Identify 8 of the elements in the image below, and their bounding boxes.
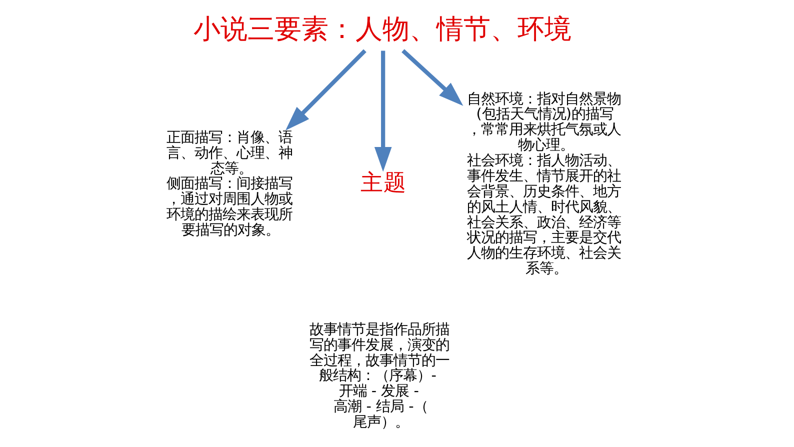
node-text: 故事情节是指作品所描写的事件发展，演变的全过程，故事情节的一般结构：（序幕）- 开端 - 发展 - 高潮 - 结局 -（尾声）。 bbox=[308, 322, 449, 431]
arrow bbox=[284, 49, 366, 130]
node-text: 自然环境：指对自然景物(包括天气情况)的描写，常常用来烘托气氛或人物心理。 社会环境：指人物活动、事件发生、情节展开的社会背景、历史条件、地方的风土人情、时代风貌、社会关系、政治、经济等状况的描写，主要是交代人物的生存环境、社会关系等。 bbox=[466, 91, 620, 278]
node-text: 主题 bbox=[360, 170, 406, 196]
arrow bbox=[374, 50, 392, 172]
node-text: 小说三要素：人物、情节、环境 bbox=[193, 14, 572, 45]
arrow bbox=[401, 49, 463, 106]
node-text: 正面描写：肖像、语言、动作、心理、神态等。 侧面描写：间接描写，通过对周围人物或环境的描绘来表现所要描写的对象。 bbox=[166, 130, 292, 239]
